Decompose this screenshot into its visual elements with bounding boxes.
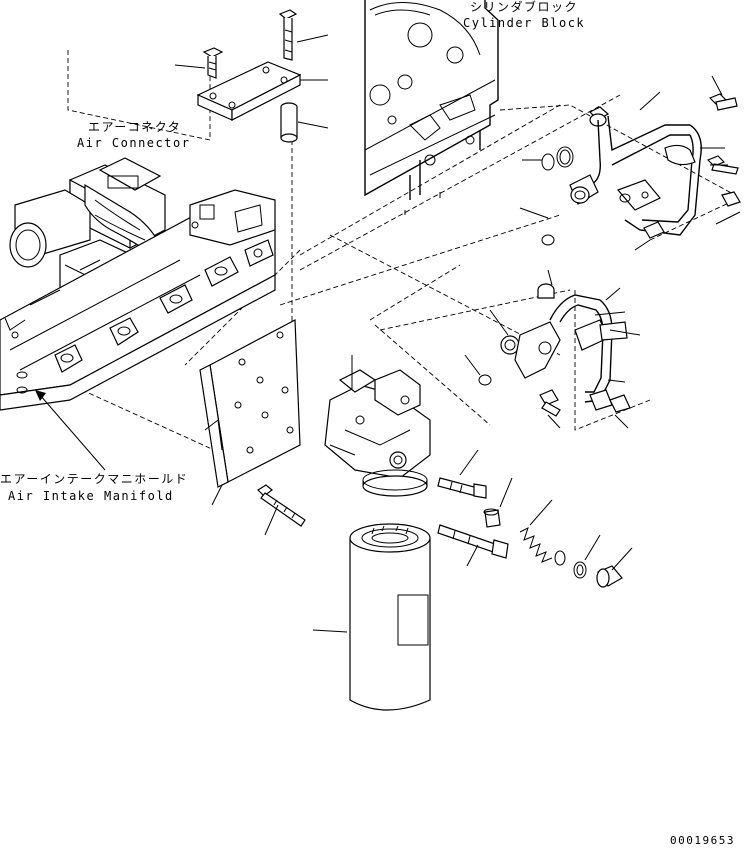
drawing-number: 00019653 bbox=[670, 834, 735, 847]
cylinder-block bbox=[364, 0, 499, 215]
filter-head bbox=[324, 355, 431, 497]
cover-plate-assembly bbox=[174, 9, 329, 143]
mounting-plate bbox=[199, 319, 301, 506]
cylinder-block-label-jp: シリンダブロック bbox=[470, 0, 579, 14]
lower-oil-pipe bbox=[464, 269, 641, 429]
air-connector-label-jp: エアーコネクタ bbox=[88, 120, 182, 134]
air-intake-manifold-label-jp: エアーインテークマニホールド bbox=[0, 472, 189, 486]
air-intake-manifold-label-en: Air Intake Manifold bbox=[8, 489, 174, 503]
bolts-lower bbox=[257, 449, 633, 588]
air-intake-manifold bbox=[0, 189, 276, 471]
filter-cartridge bbox=[312, 523, 431, 711]
cylinder-block-label-en: Cylinder Block bbox=[463, 16, 586, 30]
upper-oil-pipe bbox=[519, 75, 741, 251]
air-connector bbox=[9, 157, 184, 316]
air-connector-label-en: Air Connector bbox=[77, 136, 191, 150]
